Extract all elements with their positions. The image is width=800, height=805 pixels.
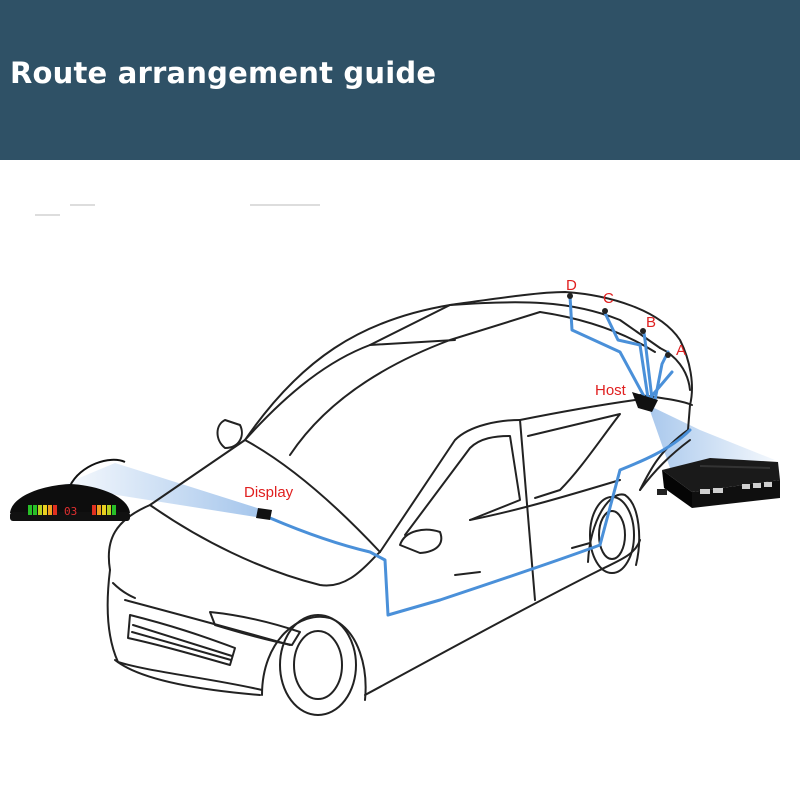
sensor-d-label: D (566, 277, 577, 294)
display-beam (60, 463, 270, 517)
sensor-a-label: A (676, 342, 687, 359)
faint-marks (35, 204, 320, 216)
car-wiring-illustration: 03 (10, 204, 780, 716)
host-box-icon (657, 458, 780, 508)
sensor-b-icon (640, 328, 646, 334)
sensor-c-label: C (603, 290, 614, 307)
sensor-a-icon (665, 352, 671, 358)
display-readout: 03 (64, 505, 77, 518)
wiring-route (268, 294, 692, 617)
page-title: Route arrangement guide (10, 56, 437, 90)
host-label: Host (595, 382, 626, 399)
display-label: Display (244, 484, 294, 501)
host-beam (648, 405, 775, 468)
sensor-c-icon (602, 308, 608, 314)
sensor-b-label: B (646, 314, 657, 331)
sensor-d-icon (567, 293, 573, 299)
header-banner: Route arrangement guide (0, 0, 800, 160)
sensor-points (567, 293, 671, 358)
display-mount-icon (256, 508, 272, 520)
display-unit-icon: 03 (10, 458, 130, 521)
route-diagram: 03 Display Host D C B A (0, 160, 800, 800)
host-module-icon (632, 392, 658, 412)
